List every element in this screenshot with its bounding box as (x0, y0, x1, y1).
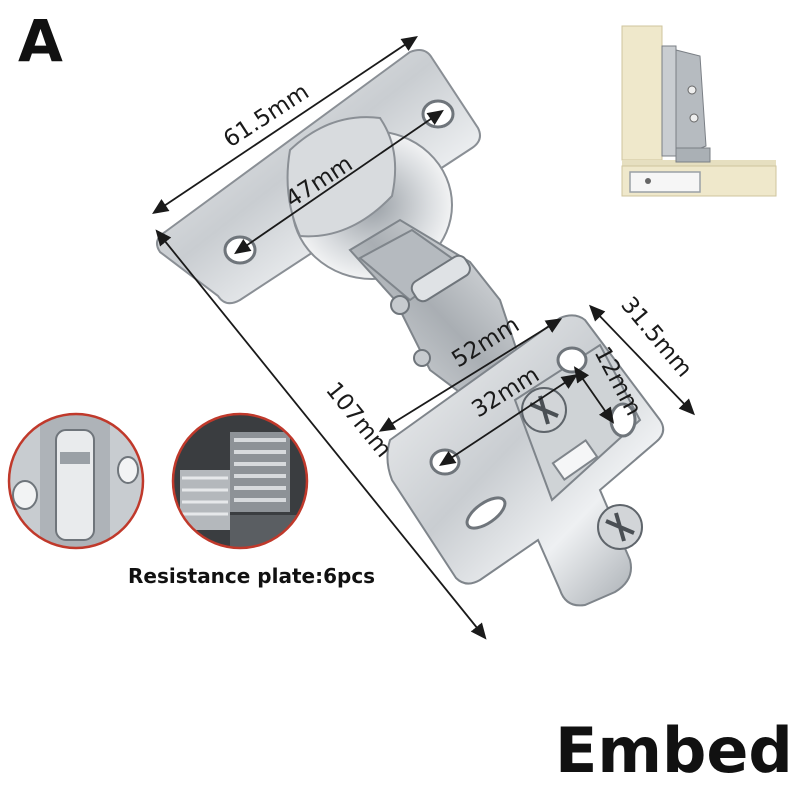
dimension-lines (152, 35, 695, 640)
resistance-note: Resistance plate:6pcs (128, 564, 376, 588)
installation-diagram (620, 24, 777, 210)
dim-base-width: 31.5mm (615, 292, 697, 382)
zoom-inset-spring (7, 412, 145, 550)
caption-embed: Embed (555, 714, 793, 787)
phillips-screw-icon (521, 387, 567, 433)
variant-label: A (18, 7, 63, 75)
screw-hole-icon (556, 346, 588, 374)
phillips-screw-icon (597, 504, 643, 550)
dim-total-length: 107mm (320, 377, 396, 462)
zoom-inset-resistance-plates (171, 412, 309, 550)
